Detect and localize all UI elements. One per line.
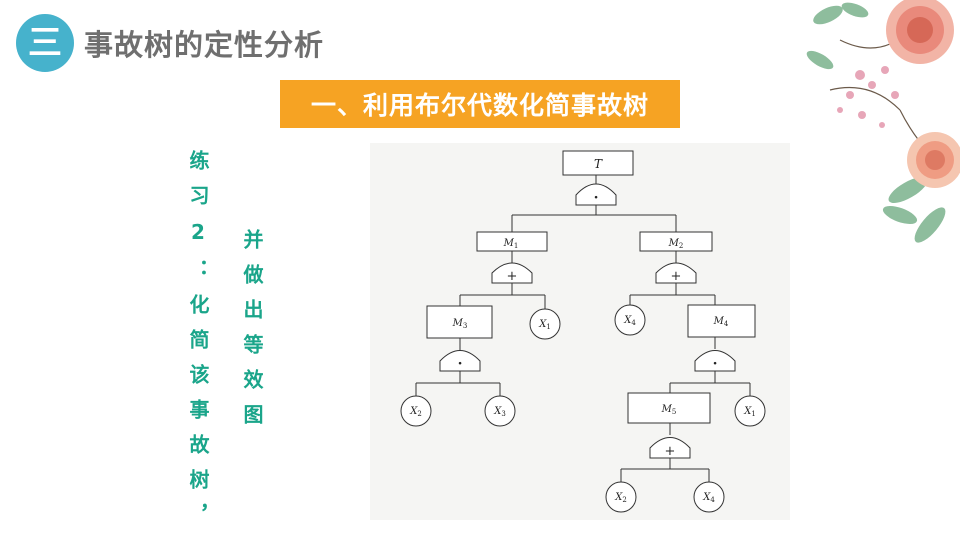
event-box-m1 — [476, 231, 548, 252]
event-label-x1-b: X1 — [743, 406, 756, 418]
basic-event-x3 — [484, 395, 516, 427]
exercise-prompt-column-2: 并做出等效图 — [240, 229, 264, 439]
fault-tree-diagram: T · + + · · + M1 M2 M3 X1 X4 M4 X2 X3 M5… — [400, 150, 766, 513]
basic-event-x1-a — [529, 308, 561, 340]
fault-tree-figure: T · + + · · + M1 M2 M3 X1 X4 M4 X2 X3 M5… — [370, 143, 790, 520]
and-gate-top — [575, 183, 617, 206]
or-gate-m5-symbol: + — [665, 444, 676, 459]
basic-event-x4-b — [693, 481, 725, 513]
event-box-m5 — [627, 392, 711, 424]
section-number-badge: 三 — [16, 14, 74, 72]
top-event-label: T — [594, 157, 603, 171]
event-label-x2-a: X2 — [409, 406, 422, 418]
event-label-x4-b: X4 — [702, 492, 715, 504]
event-box-m4 — [687, 304, 756, 338]
basic-event-x2-b — [605, 481, 637, 513]
event-label-x2-b: X2 — [614, 492, 627, 504]
subtitle-banner: 一、利用布尔代数化简事故树 — [280, 80, 680, 128]
floral-decoration — [806, 0, 960, 243]
event-label-m1: M1 — [503, 238, 519, 250]
or-gate-m2 — [655, 262, 697, 284]
or-gate-m1-symbol: + — [507, 269, 518, 284]
and-gate-m3-symbol: · — [458, 356, 463, 372]
event-label-x4-a: X4 — [623, 315, 636, 327]
event-label-x3: X3 — [493, 406, 506, 418]
exercise-prompt-column-1: 练习2：化简该事故树， — [186, 150, 210, 539]
or-gate-m5 — [649, 437, 691, 459]
and-gate-m3 — [439, 350, 481, 372]
section-title: 事故树的定性分析 — [84, 28, 325, 62]
event-label-m3: M3 — [452, 318, 468, 330]
event-label-m4: M4 — [713, 316, 729, 328]
basic-event-x4-a — [614, 304, 646, 336]
or-gate-m2-symbol: + — [671, 269, 682, 284]
event-label-m5: M5 — [661, 404, 677, 416]
basic-event-x1-b — [734, 395, 766, 427]
and-gate-top-symbol: · — [594, 190, 599, 206]
event-label-x1-a: X1 — [538, 319, 551, 331]
top-event-box — [562, 150, 634, 176]
and-gate-m4 — [694, 350, 736, 372]
or-gate-m1 — [491, 262, 533, 284]
basic-event-x2-a — [400, 395, 432, 427]
event-box-m3 — [426, 305, 493, 339]
event-label-m2: M2 — [668, 238, 684, 250]
event-box-m2 — [639, 231, 713, 252]
and-gate-m4-symbol: · — [713, 356, 718, 372]
